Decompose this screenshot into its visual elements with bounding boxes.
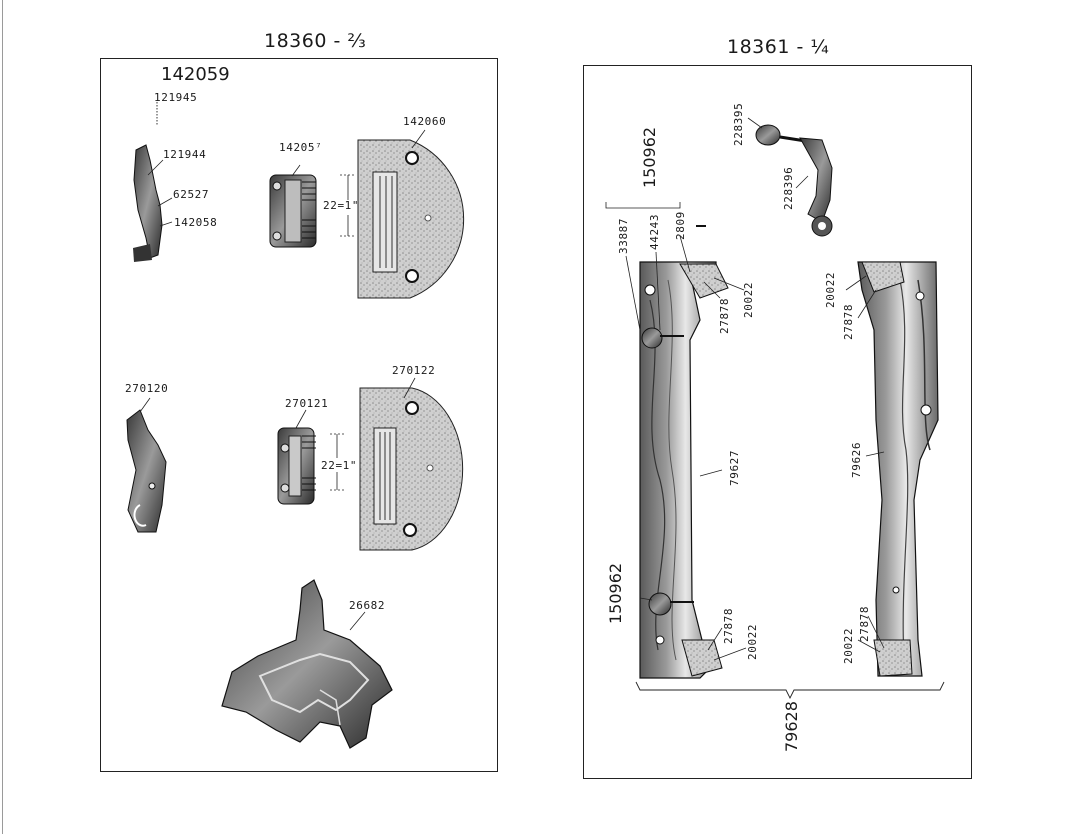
label-20022-a: 20022 xyxy=(742,281,755,318)
throat-plate-270122 xyxy=(359,377,464,551)
label-228396: 228396 xyxy=(782,166,795,210)
presser-foot-270120 xyxy=(126,397,167,533)
label-228395: 228395 xyxy=(732,102,745,146)
label-142059: 142059 xyxy=(161,64,230,85)
label-150962-bottom: 150962 xyxy=(606,562,625,624)
panel-left xyxy=(100,58,498,772)
header-figure-18360: 18360 - ⅔ xyxy=(264,30,367,52)
label-270121: 270121 xyxy=(285,397,329,410)
throat-plate-142060 xyxy=(357,129,465,299)
base-rail-79626 xyxy=(845,261,939,677)
base-rail-79627 xyxy=(605,202,747,679)
label-dim-top: 22=1" xyxy=(323,199,360,212)
label-20022-c: 20022 xyxy=(746,623,759,660)
label-79627: 79627 xyxy=(728,449,741,486)
clamp-228396 xyxy=(747,117,833,237)
panel-right xyxy=(583,65,972,779)
label-142060: 142060 xyxy=(403,115,447,128)
bracket-79628 xyxy=(635,681,945,700)
label-33887: 33887 xyxy=(617,217,630,254)
label-44243: 44243 xyxy=(648,213,661,250)
label-121945: 121945 xyxy=(154,91,198,104)
presser-foot-142058 xyxy=(133,102,173,262)
label-2809: 2809 xyxy=(674,211,687,240)
label-270120: 270120 xyxy=(125,382,169,395)
label-dim-bottom: 22=1" xyxy=(321,459,358,472)
label-27878-c: 27878 xyxy=(722,607,735,644)
label-27878-b: 27878 xyxy=(842,303,855,340)
label-26682: 26682 xyxy=(349,599,386,612)
label-62527: 62527 xyxy=(173,188,210,201)
label-27878-a: 27878 xyxy=(718,297,731,334)
feed-dog-142057 xyxy=(269,164,355,248)
label-150962-top: 150962 xyxy=(640,126,659,188)
label-121944: 121944 xyxy=(163,148,207,161)
label-27878-d: 27878 xyxy=(858,605,871,642)
label-79628: 79628 xyxy=(782,701,801,752)
label-79626: 79626 xyxy=(850,441,863,478)
wrench-26682 xyxy=(221,579,393,749)
page-edge xyxy=(2,0,3,834)
label-270122: 270122 xyxy=(392,364,436,377)
label-20022-b: 20022 xyxy=(824,271,837,308)
label-20022-d: 20022 xyxy=(842,627,855,664)
header-figure-18361: 18361 - ¼ xyxy=(727,36,830,58)
feed-dog-270121 xyxy=(277,409,344,505)
label-142058: 142058 xyxy=(174,216,218,229)
label-142057: 14205⁷ xyxy=(279,141,323,154)
